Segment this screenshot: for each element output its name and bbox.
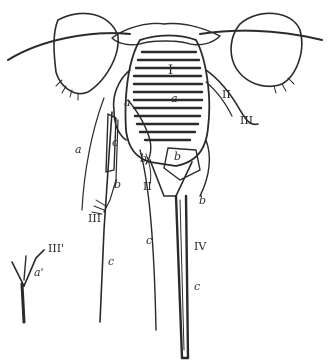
label-c-left2: c	[108, 255, 114, 268]
label-IV: IV	[194, 240, 207, 253]
label-a-center: a	[171, 92, 178, 105]
label-c-center: c	[146, 234, 152, 247]
label-II-right: II	[222, 88, 231, 101]
inset-stem	[22, 284, 24, 322]
label-II-left: II	[143, 180, 152, 193]
inset-mid-arm	[24, 256, 26, 280]
label-a-inset: a'	[34, 266, 44, 279]
label-a-left-lower: a	[75, 143, 82, 156]
label-b-left2: b	[114, 178, 121, 191]
label-b-center: b	[174, 150, 181, 163]
right-eye-lobe	[231, 13, 302, 86]
left-hanging-limb	[100, 112, 112, 322]
left-antenna	[8, 33, 130, 60]
inset-left-arm	[12, 262, 24, 286]
far-left-limb	[82, 98, 104, 210]
label-a-left-upper: a	[124, 96, 131, 109]
label-b-right: b	[199, 194, 206, 207]
label-b-left1: b	[140, 152, 147, 165]
label-I: I	[168, 63, 173, 78]
left-eye-fringe	[56, 80, 78, 100]
label-c-left1: c	[112, 136, 118, 149]
label-III-inset: III'	[48, 242, 64, 255]
label-III-left: III	[88, 212, 101, 225]
figure-drawing	[8, 13, 322, 358]
label-c-right: c	[194, 280, 200, 293]
left-eye-lobe	[54, 13, 118, 93]
label-III-right: III	[240, 114, 253, 127]
